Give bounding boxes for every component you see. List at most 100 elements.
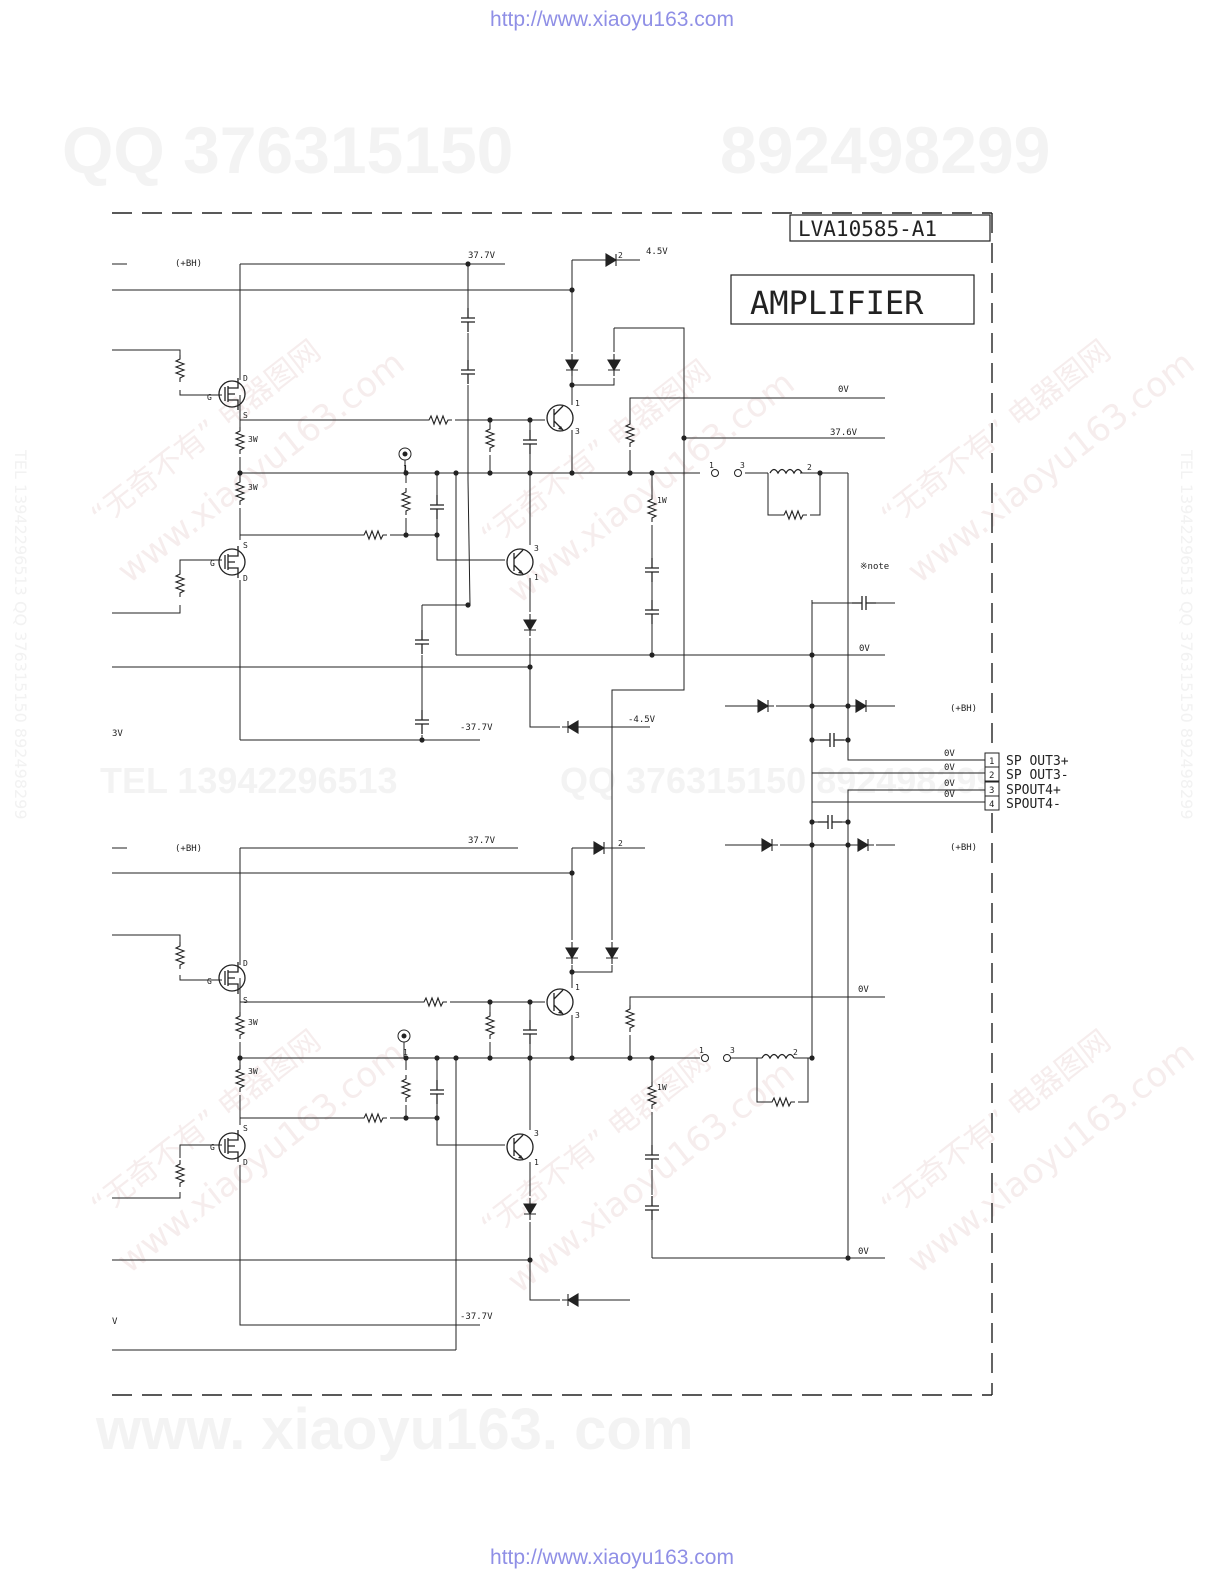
- resistor-lower-gate-2: [175, 1159, 185, 1188]
- capacitor-lower-3: [644, 1195, 660, 1221]
- svg-text:D: D: [243, 574, 248, 583]
- capacitor-upper-3: [522, 429, 538, 455]
- svg-text:D: D: [243, 959, 248, 968]
- pin-label-spout4-minus: SPOUT4-: [1006, 797, 1061, 812]
- fet-upper-high: [218, 377, 246, 411]
- label-note: ※note: [860, 562, 889, 572]
- footer-url[interactable]: http://www.xiaoyu163.com: [490, 1546, 734, 1569]
- diode-upper-5: [561, 720, 585, 734]
- pin-label-spout4-plus: SPOUT4+: [1006, 783, 1061, 798]
- label-v-pos-top: 37.7V: [468, 251, 496, 261]
- resistor-upper-4: [401, 487, 411, 516]
- label-v-neg-bot: -37.7V: [460, 1312, 493, 1322]
- svg-text:S: S: [243, 1124, 248, 1133]
- svg-text:3: 3: [989, 786, 994, 796]
- resistor-lower-gate-1: [175, 941, 185, 970]
- svg-text:1: 1: [403, 464, 408, 473]
- board-outline: [112, 212, 993, 1396]
- resistor-upper-source-1: [235, 426, 245, 455]
- diode-lower-1: [565, 941, 579, 965]
- watermark-tel: TEL 13942296513: [100, 760, 398, 801]
- resistor-lower-source-2: [235, 1064, 245, 1093]
- resistor-lower-coil: [767, 1097, 796, 1107]
- schematic-title: AMPLIFIER: [750, 284, 924, 322]
- capacitor-upper-1: [460, 307, 476, 333]
- svg-text:3: 3: [575, 427, 580, 436]
- switch-contact-upper-2: [734, 469, 742, 477]
- label-bh-2: (+BH): [175, 844, 202, 854]
- resistor-lower-base: [419, 997, 448, 1007]
- capacitor-upper-out: [819, 732, 845, 748]
- diode-lower-4: [523, 1197, 537, 1221]
- diode-lower-3: [587, 841, 611, 855]
- capacitor-upper-7: [414, 629, 430, 655]
- svg-text:3W: 3W: [248, 1018, 258, 1027]
- resistor-lower-5: [359, 1113, 388, 1123]
- svg-text:3W: 3W: [248, 435, 258, 444]
- connector-pin-numbers: 1 2 3 4: [989, 757, 994, 810]
- label-0v-c: 0V: [858, 985, 869, 995]
- label-v-45: 4.5V: [646, 247, 668, 257]
- coil-upper: [769, 468, 803, 474]
- svg-text:S: S: [243, 411, 248, 420]
- svg-text:1: 1: [575, 399, 580, 408]
- resistor-lower-sense: [625, 1004, 635, 1033]
- label-pin-0v-4: 0V: [944, 790, 955, 800]
- svg-text:1W: 1W: [657, 1083, 667, 1092]
- diode-upper-2: [607, 353, 621, 377]
- label-bh-1: (+BH): [175, 259, 202, 269]
- svg-text:2: 2: [618, 839, 623, 848]
- resistor-upper-source-2: [235, 477, 245, 506]
- svg-text:1: 1: [709, 461, 714, 470]
- svg-text:G: G: [207, 977, 212, 986]
- label-v-pos-bot: 37.7V: [468, 836, 496, 846]
- lower-junctions: [237, 819, 851, 1263]
- switch-contact-lower-1: [701, 1054, 709, 1062]
- switch-contact-lower-2: [723, 1054, 731, 1062]
- board-id-box: LVA10585-A1: [789, 214, 991, 242]
- transistor-lower-2: [506, 1133, 534, 1161]
- capacitor-lower-out: [817, 814, 843, 830]
- label-0v-a: 0V: [838, 385, 849, 395]
- svg-text:1: 1: [575, 983, 580, 992]
- coil-lower: [761, 1053, 795, 1059]
- capacitor-upper-4: [644, 557, 660, 583]
- fet-lower-high: [218, 961, 246, 995]
- svg-text:3W: 3W: [248, 1067, 258, 1076]
- title-box: AMPLIFIER: [730, 274, 975, 325]
- svg-text:G: G: [210, 1143, 215, 1152]
- watermark-site-bottom: www. xiaoyu163. com: [96, 1397, 694, 1462]
- svg-text:1: 1: [989, 757, 994, 767]
- header-url[interactable]: http://www.xiaoyu163.com: [490, 8, 734, 31]
- label-0v-d: 0V: [858, 1247, 869, 1257]
- transistor-lower-1: [546, 988, 574, 1016]
- watermark-qq-left: QQ 376315150: [62, 113, 514, 187]
- capacitor-upper-2: [460, 359, 476, 385]
- resistor-upper-5: [359, 530, 388, 540]
- resistor-upper-gate-1: [175, 354, 185, 383]
- svg-text:3: 3: [575, 1011, 580, 1020]
- resistor-lower-1w: [647, 1081, 657, 1110]
- svg-text:3W: 3W: [248, 483, 258, 492]
- label-edge-v2: V: [112, 1317, 118, 1327]
- svg-text:S: S: [243, 541, 248, 550]
- resistor-upper-coil: [779, 510, 808, 520]
- svg-text:1: 1: [403, 1048, 408, 1057]
- svg-text:G: G: [207, 393, 212, 402]
- label-bh-3: (+BH): [950, 704, 977, 714]
- connector-pin-labels: SP OUT3+ SP OUT3- SPOUT4+ SPOUT4-: [1006, 754, 1069, 812]
- diode-lower-5: [561, 1293, 585, 1307]
- fet-upper-low: [218, 545, 246, 579]
- pin-label-sp-out3-minus: SP OUT3-: [1006, 768, 1069, 783]
- label-0v-b: 0V: [859, 644, 870, 654]
- svg-text:S: S: [243, 996, 248, 1005]
- board-id-label: LVA10585-A1: [798, 217, 937, 241]
- svg-text:D: D: [243, 1158, 248, 1167]
- label-pin-0v-3: 0V: [944, 779, 955, 789]
- switch-contact-upper-1: [711, 469, 719, 477]
- resistor-lower-bias: [485, 1011, 495, 1040]
- svg-text:4: 4: [989, 800, 994, 810]
- svg-text:3: 3: [740, 461, 745, 470]
- resistor-lower-4: [401, 1074, 411, 1103]
- label-v-neg-top: -37.7V: [460, 723, 493, 733]
